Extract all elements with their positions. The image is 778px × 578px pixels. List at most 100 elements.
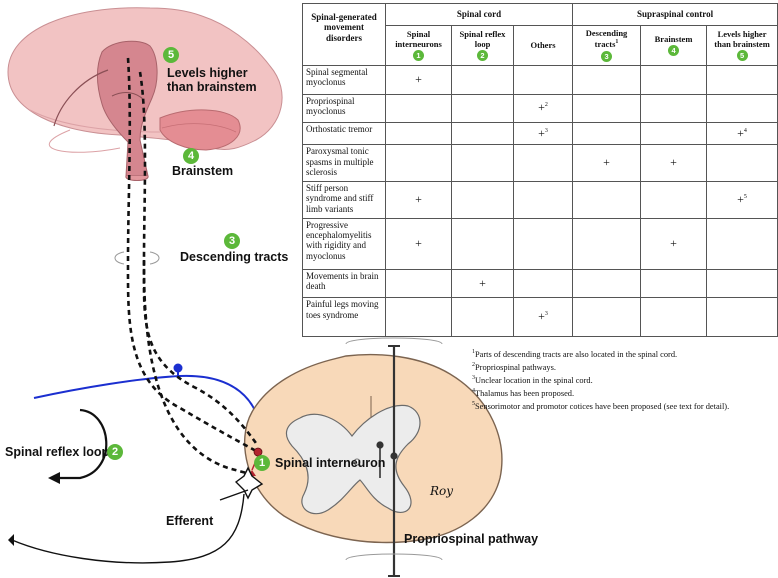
table-cell xyxy=(572,122,642,146)
table-cell: + xyxy=(451,268,514,299)
table-cell xyxy=(385,268,452,299)
table-cell xyxy=(640,268,708,299)
table-row: Painful legs moving toes syndrome+3 xyxy=(302,297,778,337)
involvement-mark: + xyxy=(415,192,422,207)
table-row: Propriospinal myoclonus +2 xyxy=(302,93,778,124)
spinal-interneuron-label: Spinal interneuron xyxy=(275,456,386,470)
descending-tracts-badge: 3 xyxy=(224,233,240,249)
table-row: Progressive encephalomyelitis with rigid… xyxy=(302,217,778,270)
brainstem-label: Brainstem xyxy=(172,164,234,178)
footnote-ref: 3 xyxy=(544,127,548,134)
table-cell xyxy=(385,122,452,146)
table-corner-header: Spinal-generated movement disorders xyxy=(302,3,386,66)
propriospinal-pathway-label: Propriospinal pathway xyxy=(404,532,539,546)
table-cell xyxy=(572,93,642,124)
table-cell: +2 xyxy=(512,93,574,124)
table-row: Spinal segmental myoclonus + xyxy=(302,65,778,95)
column-header-footnote-ref: 1 xyxy=(615,39,619,46)
table-cell: + xyxy=(385,181,452,219)
reflex-loop-arrowhead xyxy=(48,472,60,484)
involvement-mark: + xyxy=(479,275,486,290)
involvement-mark: + xyxy=(670,155,677,170)
footnote-ref: 4 xyxy=(743,127,747,134)
disorder-name: Painful legs moving toes syndrome xyxy=(302,297,386,337)
table-row: Paroxysmal tonic spasms in multiple scle… xyxy=(302,144,778,183)
footnote: 5Sensorimotor and promotor cotices have … xyxy=(472,399,772,412)
footnote: 1Parts of descending tracts are also loc… xyxy=(472,347,772,360)
table-cell xyxy=(640,65,708,95)
table-cell xyxy=(706,217,778,270)
table-cell xyxy=(706,93,778,124)
involvement-mark: + xyxy=(415,71,422,86)
descending-tracts-label: Descending tracts xyxy=(180,250,289,264)
spinal-reflex-loop-badge: 2 xyxy=(107,444,123,460)
footnote-number: 2 xyxy=(472,362,475,368)
table-cell: + xyxy=(640,217,708,270)
disorder-name: Orthostatic tremor xyxy=(302,122,386,146)
brain xyxy=(7,7,283,181)
table-cell xyxy=(451,144,514,183)
footnote-ref: 5 xyxy=(743,194,747,201)
spinal-reflex-loop-label: Spinal reflex loop xyxy=(5,445,110,459)
higher-levels-label-line1: Levels higher xyxy=(167,66,248,80)
column-number-badge: 2 xyxy=(477,50,488,62)
footnote-text: Propriospinal pathways. xyxy=(475,362,556,372)
footnote-ref: 3 xyxy=(544,311,548,318)
descending-tracts xyxy=(126,57,260,476)
table-cell xyxy=(572,297,642,337)
table-cell xyxy=(706,65,778,95)
efferent-terminal xyxy=(8,534,14,546)
table-cell xyxy=(572,268,642,299)
footnote-text: Parts of descending tracts are also loca… xyxy=(475,349,678,359)
column-header-label: Brainstem xyxy=(654,33,693,44)
supraspinal-group-header: Supraspinal control xyxy=(572,3,778,26)
disorder-name: Spinal segmental myoclonus xyxy=(302,65,386,95)
higher-levels-badge: 5 xyxy=(163,47,179,63)
footnote-number: 4 xyxy=(472,388,475,394)
table-cell xyxy=(572,65,642,95)
spinal-cord-section xyxy=(244,353,503,544)
higher-levels-label: Levels higher than brainstem xyxy=(167,66,257,94)
table-cell xyxy=(640,122,708,146)
disorder-name: Movements in brain death xyxy=(302,268,386,299)
table-cell: + xyxy=(640,144,708,183)
disorder-name: Stiff person syndrome and stiff limb var… xyxy=(302,181,386,219)
efferent-label: Efferent xyxy=(166,514,214,528)
footnote-number: 3 xyxy=(472,375,475,381)
table-row: Movements in brain death + xyxy=(302,268,778,299)
table-cell xyxy=(640,297,708,337)
table-cell: +3 xyxy=(512,122,574,146)
artist-signature: Roy xyxy=(430,484,454,498)
involvement-mark: + xyxy=(603,155,610,170)
table-cell xyxy=(706,144,778,183)
footnote-text: Sensorimotor and promotor cotices have b… xyxy=(475,401,730,411)
column-header-label: Descending tracts xyxy=(585,28,628,49)
footnote-ref: 2 xyxy=(544,102,548,109)
involvement-mark: + xyxy=(737,125,744,140)
propriospinal-pathway xyxy=(345,337,443,577)
brainstem-badge: 4 xyxy=(183,148,199,164)
footnote-text: Unclear location in the spinal cord. xyxy=(475,375,593,385)
table-cell xyxy=(640,181,708,219)
table-cell xyxy=(512,144,574,183)
footnote: 2Propriospinal pathways. xyxy=(472,360,772,373)
footnote: 4Thalamus has been proposed. xyxy=(472,386,772,399)
table-cell xyxy=(512,268,574,299)
table-cell xyxy=(706,268,778,299)
table-cell xyxy=(512,217,574,270)
disorder-name: Progressive encephalomyelitis with rigid… xyxy=(302,217,386,270)
footnote-number: 1 xyxy=(472,349,475,355)
column-header-label: Levels higher than brainstem xyxy=(714,28,770,49)
disorders-table: Spinal-generated movement disorders Spin… xyxy=(302,3,778,337)
spinal-cord-group-header: Spinal cord xyxy=(384,3,574,26)
column-header-label: Spinal interneurons xyxy=(395,28,442,49)
disorder-name: Propriospinal myoclonus xyxy=(302,93,386,124)
table-cell xyxy=(451,122,514,146)
table-cell xyxy=(451,297,514,337)
footnote-text: Thalamus has been proposed. xyxy=(475,388,575,398)
